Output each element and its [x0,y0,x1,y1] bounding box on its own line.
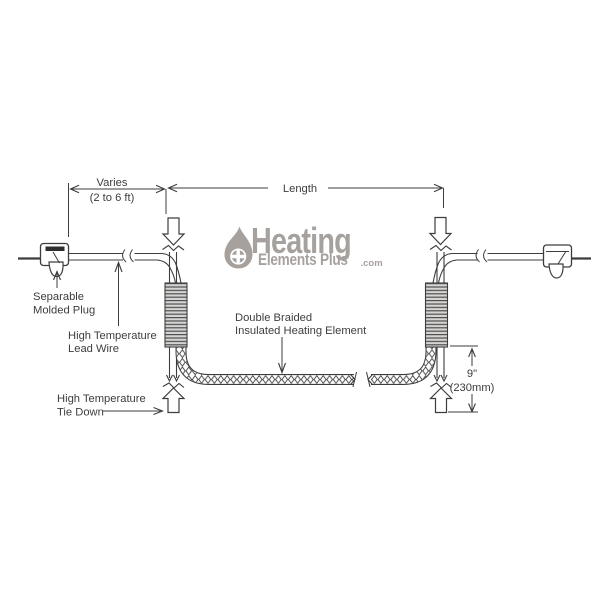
label-line: Tie Down [57,407,104,419]
tie-down-left [161,387,186,414]
plus-icon [231,250,245,263]
plug-blade-slot [45,246,65,251]
height-value: 9" [467,368,477,380]
plug-boot [548,263,564,279]
logo-word-heating: Heating [251,220,351,261]
label-double-braided-element: Double Braided Insulated Heating Element [235,312,367,375]
label-high-temperature-lead-wire: High Temperature Lead Wire [68,260,157,355]
dim-arrow-left [69,184,80,194]
dim-arrow-right [433,183,444,193]
label-line: Double Braided [235,312,312,324]
label-high-temperature-tie-down: High Temperature Tie Down [57,393,165,419]
label-line: Lead Wire [68,343,119,355]
separable-molded-plug-right [542,244,591,279]
label-line: Molded Plug [33,305,95,317]
heating-element-braid [175,347,437,390]
dimension-height-9in: 9" (230mm) [448,345,495,414]
lead-wire-right [432,249,544,284]
wire-break-mark [122,249,127,263]
wire-break-mark [475,249,480,263]
length-label: Length [283,183,317,195]
braid-break-gap [356,368,366,390]
varies-label: Varies [97,177,128,189]
braid-break-marks [350,371,373,388]
break-arrow-down-right [428,216,453,252]
wire-break-mark [129,249,134,263]
wire-break-mark [483,249,488,263]
dim-arrow-up [468,347,476,358]
label-line: Insulated Heating Element [235,325,367,337]
label-line: High Temperature [68,330,157,342]
wire-break-mark [429,244,452,252]
plus-ring-icon [230,248,247,265]
wire-break-mark [162,244,185,252]
lead-wire-left [68,249,182,284]
dimension-varies: Varies (2 to 6 ft) [68,177,167,237]
label-line: Separable [33,291,84,303]
braided-sleeve-right [424,282,449,348]
dim-arrow-right [155,184,166,194]
label-line: High Temperature [57,393,146,405]
separable-molded-plug-left [18,242,70,278]
varies-range: (2 to 6 ft) [90,192,135,204]
braided-sleeve-left [164,282,188,348]
logo-tld: .com [361,258,383,269]
break-arrow-down-left [161,217,186,252]
logo-word-elements-plus: Elements Plus [258,251,348,270]
dim-arrow-down [468,403,476,414]
label-separable-molded-plug: Separable Molded Plug [33,270,95,317]
dim-arrow-left [167,183,178,193]
dimension-length: Length [167,183,444,208]
brand-logo: Heating Elements Plus .com [224,220,383,270]
height-metric: (230mm) [450,382,495,394]
tie-down-right [429,387,453,414]
